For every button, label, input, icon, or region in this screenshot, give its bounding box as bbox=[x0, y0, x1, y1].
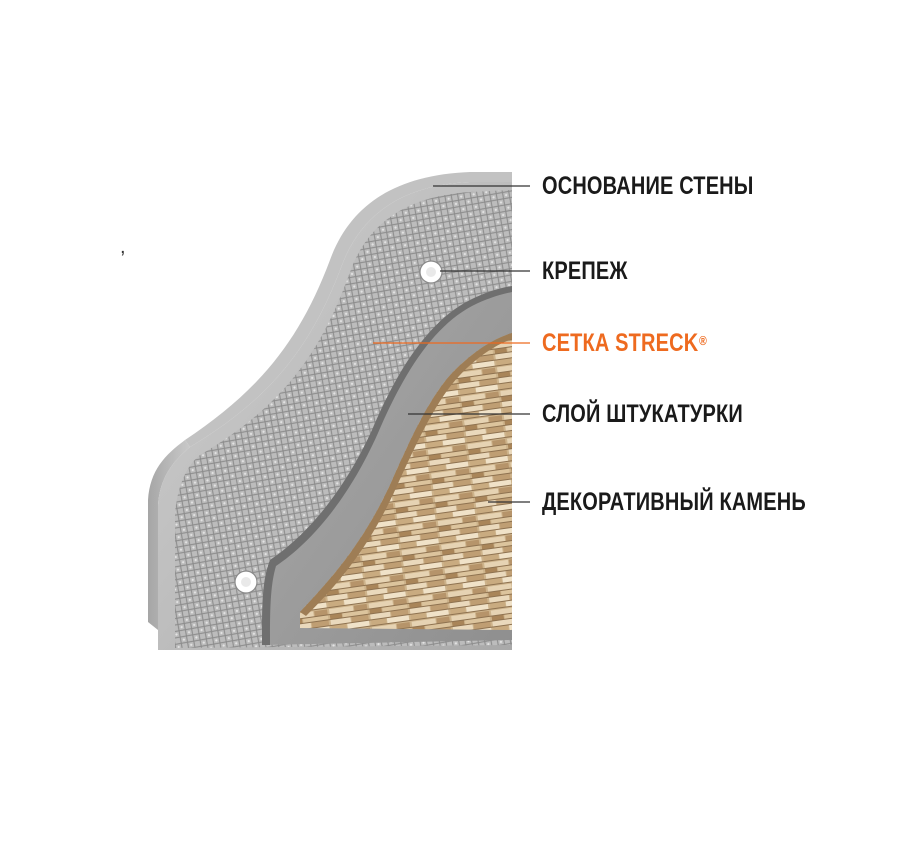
wall-base-edge bbox=[148, 440, 190, 630]
stray-comma: , bbox=[120, 236, 126, 258]
label-mesh-text: СЕТКА STRECK bbox=[542, 329, 699, 357]
registered-mark: ® bbox=[699, 333, 707, 348]
label-fastener: КРЕПЕЖ bbox=[542, 257, 628, 285]
wall-base-top bbox=[185, 172, 512, 447]
label-plaster: СЛОЙ ШТУКАТУРКИ bbox=[542, 400, 743, 428]
fastener-icon bbox=[419, 260, 443, 284]
label-stone: ДЕКОРАТИВНЫЙ КАМЕНЬ bbox=[542, 488, 806, 516]
label-mesh: СЕТКА STRECK® bbox=[542, 328, 707, 358]
label-wall-base: ОСНОВАНИЕ СТЕНЫ bbox=[542, 172, 754, 200]
fastener-icon bbox=[234, 570, 258, 594]
